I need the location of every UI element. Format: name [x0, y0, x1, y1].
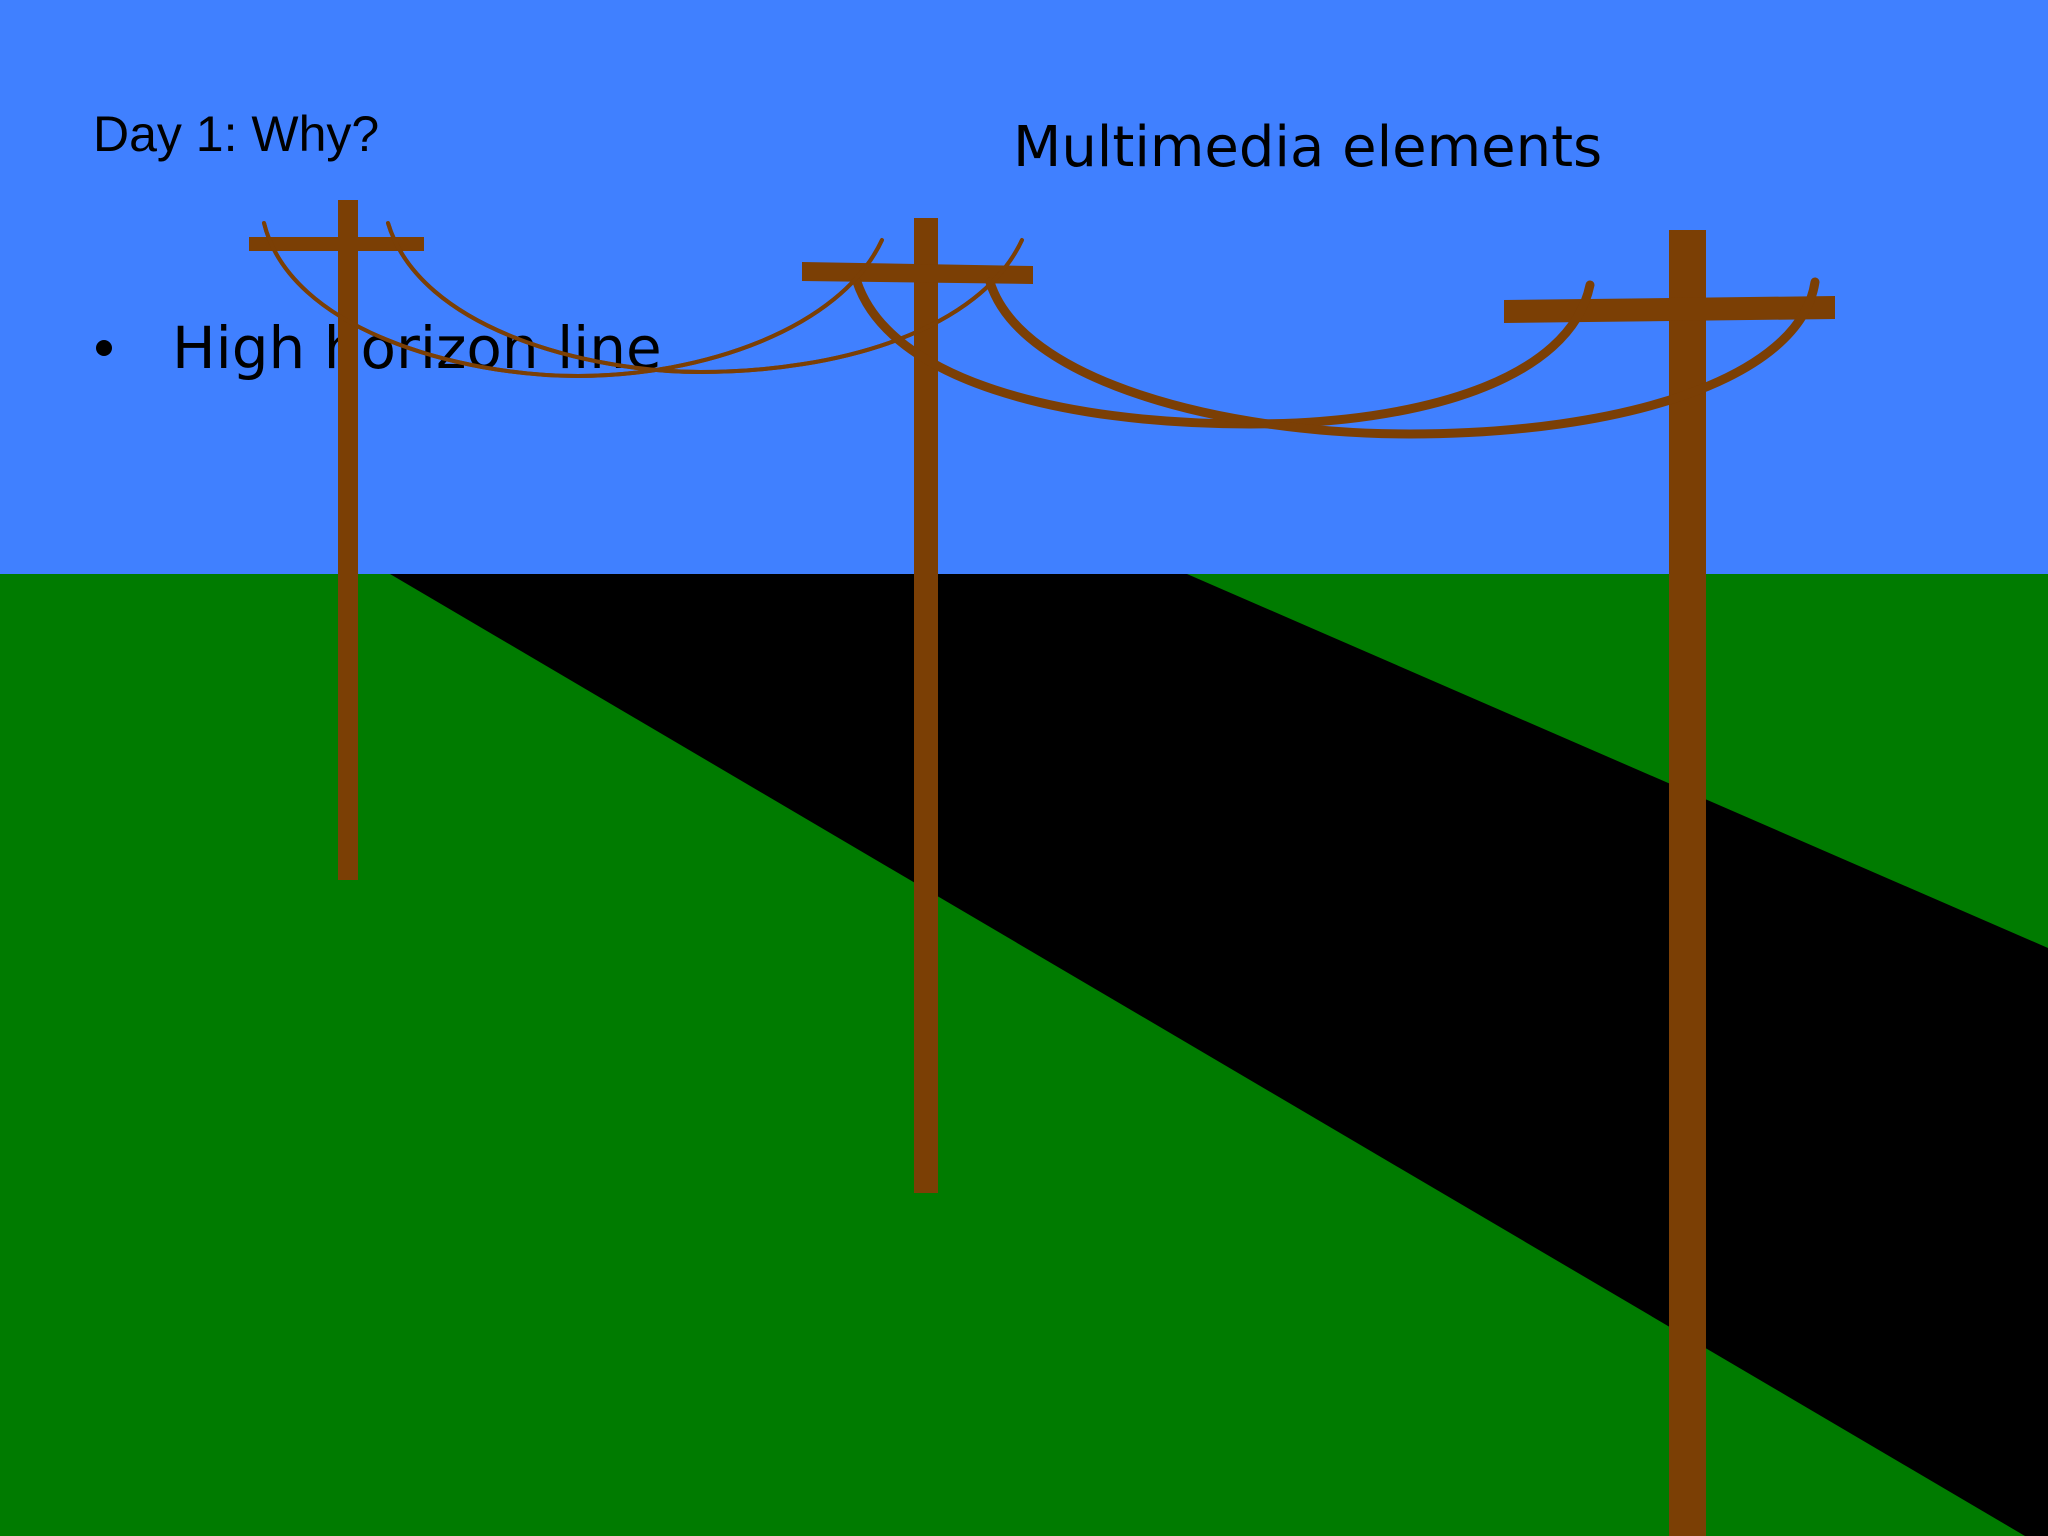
pole-left-post [338, 200, 358, 880]
pole-right-crossarm [1504, 296, 1835, 323]
pole-middle-post [914, 218, 938, 1193]
utility-pole-right [1504, 230, 1835, 1536]
pole-right-post [1669, 230, 1706, 1536]
sky [0, 0, 2048, 575]
slide-title: Day 1: Why? [93, 106, 380, 162]
bullet-list-item: High horizon line [90, 310, 662, 386]
bullet-icon [96, 340, 112, 356]
slide-heading: Multimedia elements [1013, 115, 1603, 180]
road [390, 574, 2048, 1536]
bullet-text: High horizon line [172, 314, 662, 382]
power-line [985, 277, 1820, 439]
